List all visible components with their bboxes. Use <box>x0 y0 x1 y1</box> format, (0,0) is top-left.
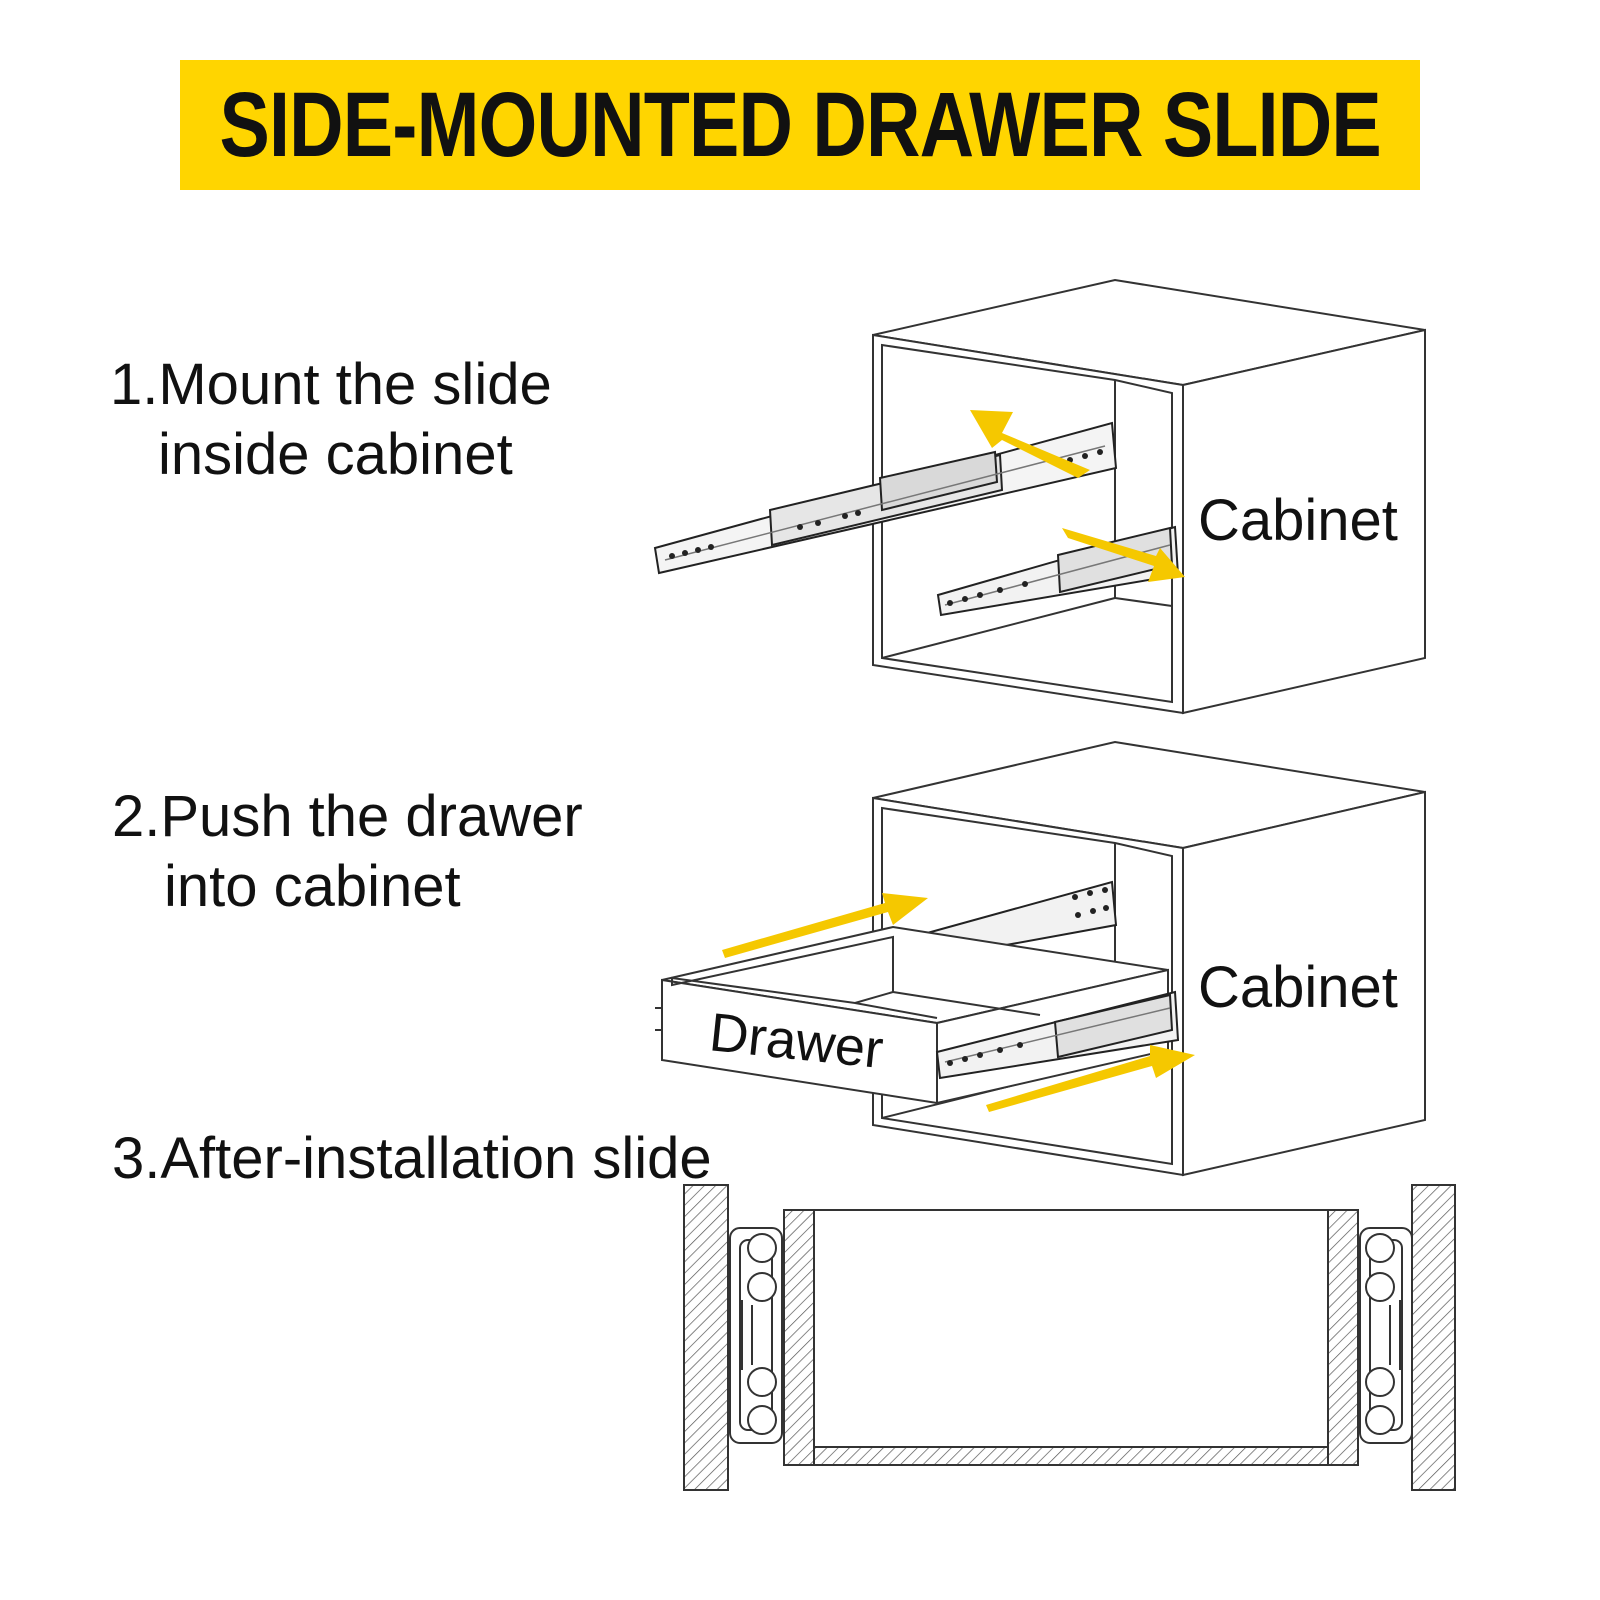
arrow-upper-slide <box>970 410 1090 478</box>
slide-on-drawer <box>935 990 1180 1080</box>
left-slide-profile <box>729 1227 783 1444</box>
right-slide-profile <box>1359 1227 1413 1444</box>
slide-upper-extended <box>653 421 1118 575</box>
step-1-line-2: inside cabinet <box>158 422 513 487</box>
step-3-text: 3.After-installation slide <box>112 1124 712 1194</box>
arrow-drawer-upper <box>722 893 928 958</box>
step-2-line-1: 2.Push the drawer <box>112 784 583 849</box>
page-title: SIDE-MOUNTED DRAWER SLIDE <box>219 73 1381 176</box>
cabinet-label-2: Cabinet <box>1198 955 1398 1020</box>
step-1-text: 1.Mount the slide inside cabinet <box>110 350 552 490</box>
title-banner: SIDE-MOUNTED DRAWER SLIDE <box>180 60 1420 190</box>
cross-section-illustration <box>683 1184 1456 1491</box>
arrow-lower-slide <box>1062 528 1185 582</box>
step-3-line-1: 3.After-installation slide <box>112 1126 712 1191</box>
step-2-text: 2.Push the drawer into cabinet <box>112 782 583 922</box>
cabinet-label-1: Cabinet <box>1198 488 1398 553</box>
step-1-line-1: 1.Mount the slide <box>110 352 552 417</box>
step-2-line-2: into cabinet <box>164 854 461 919</box>
arrow-drawer-lower <box>986 1045 1195 1112</box>
